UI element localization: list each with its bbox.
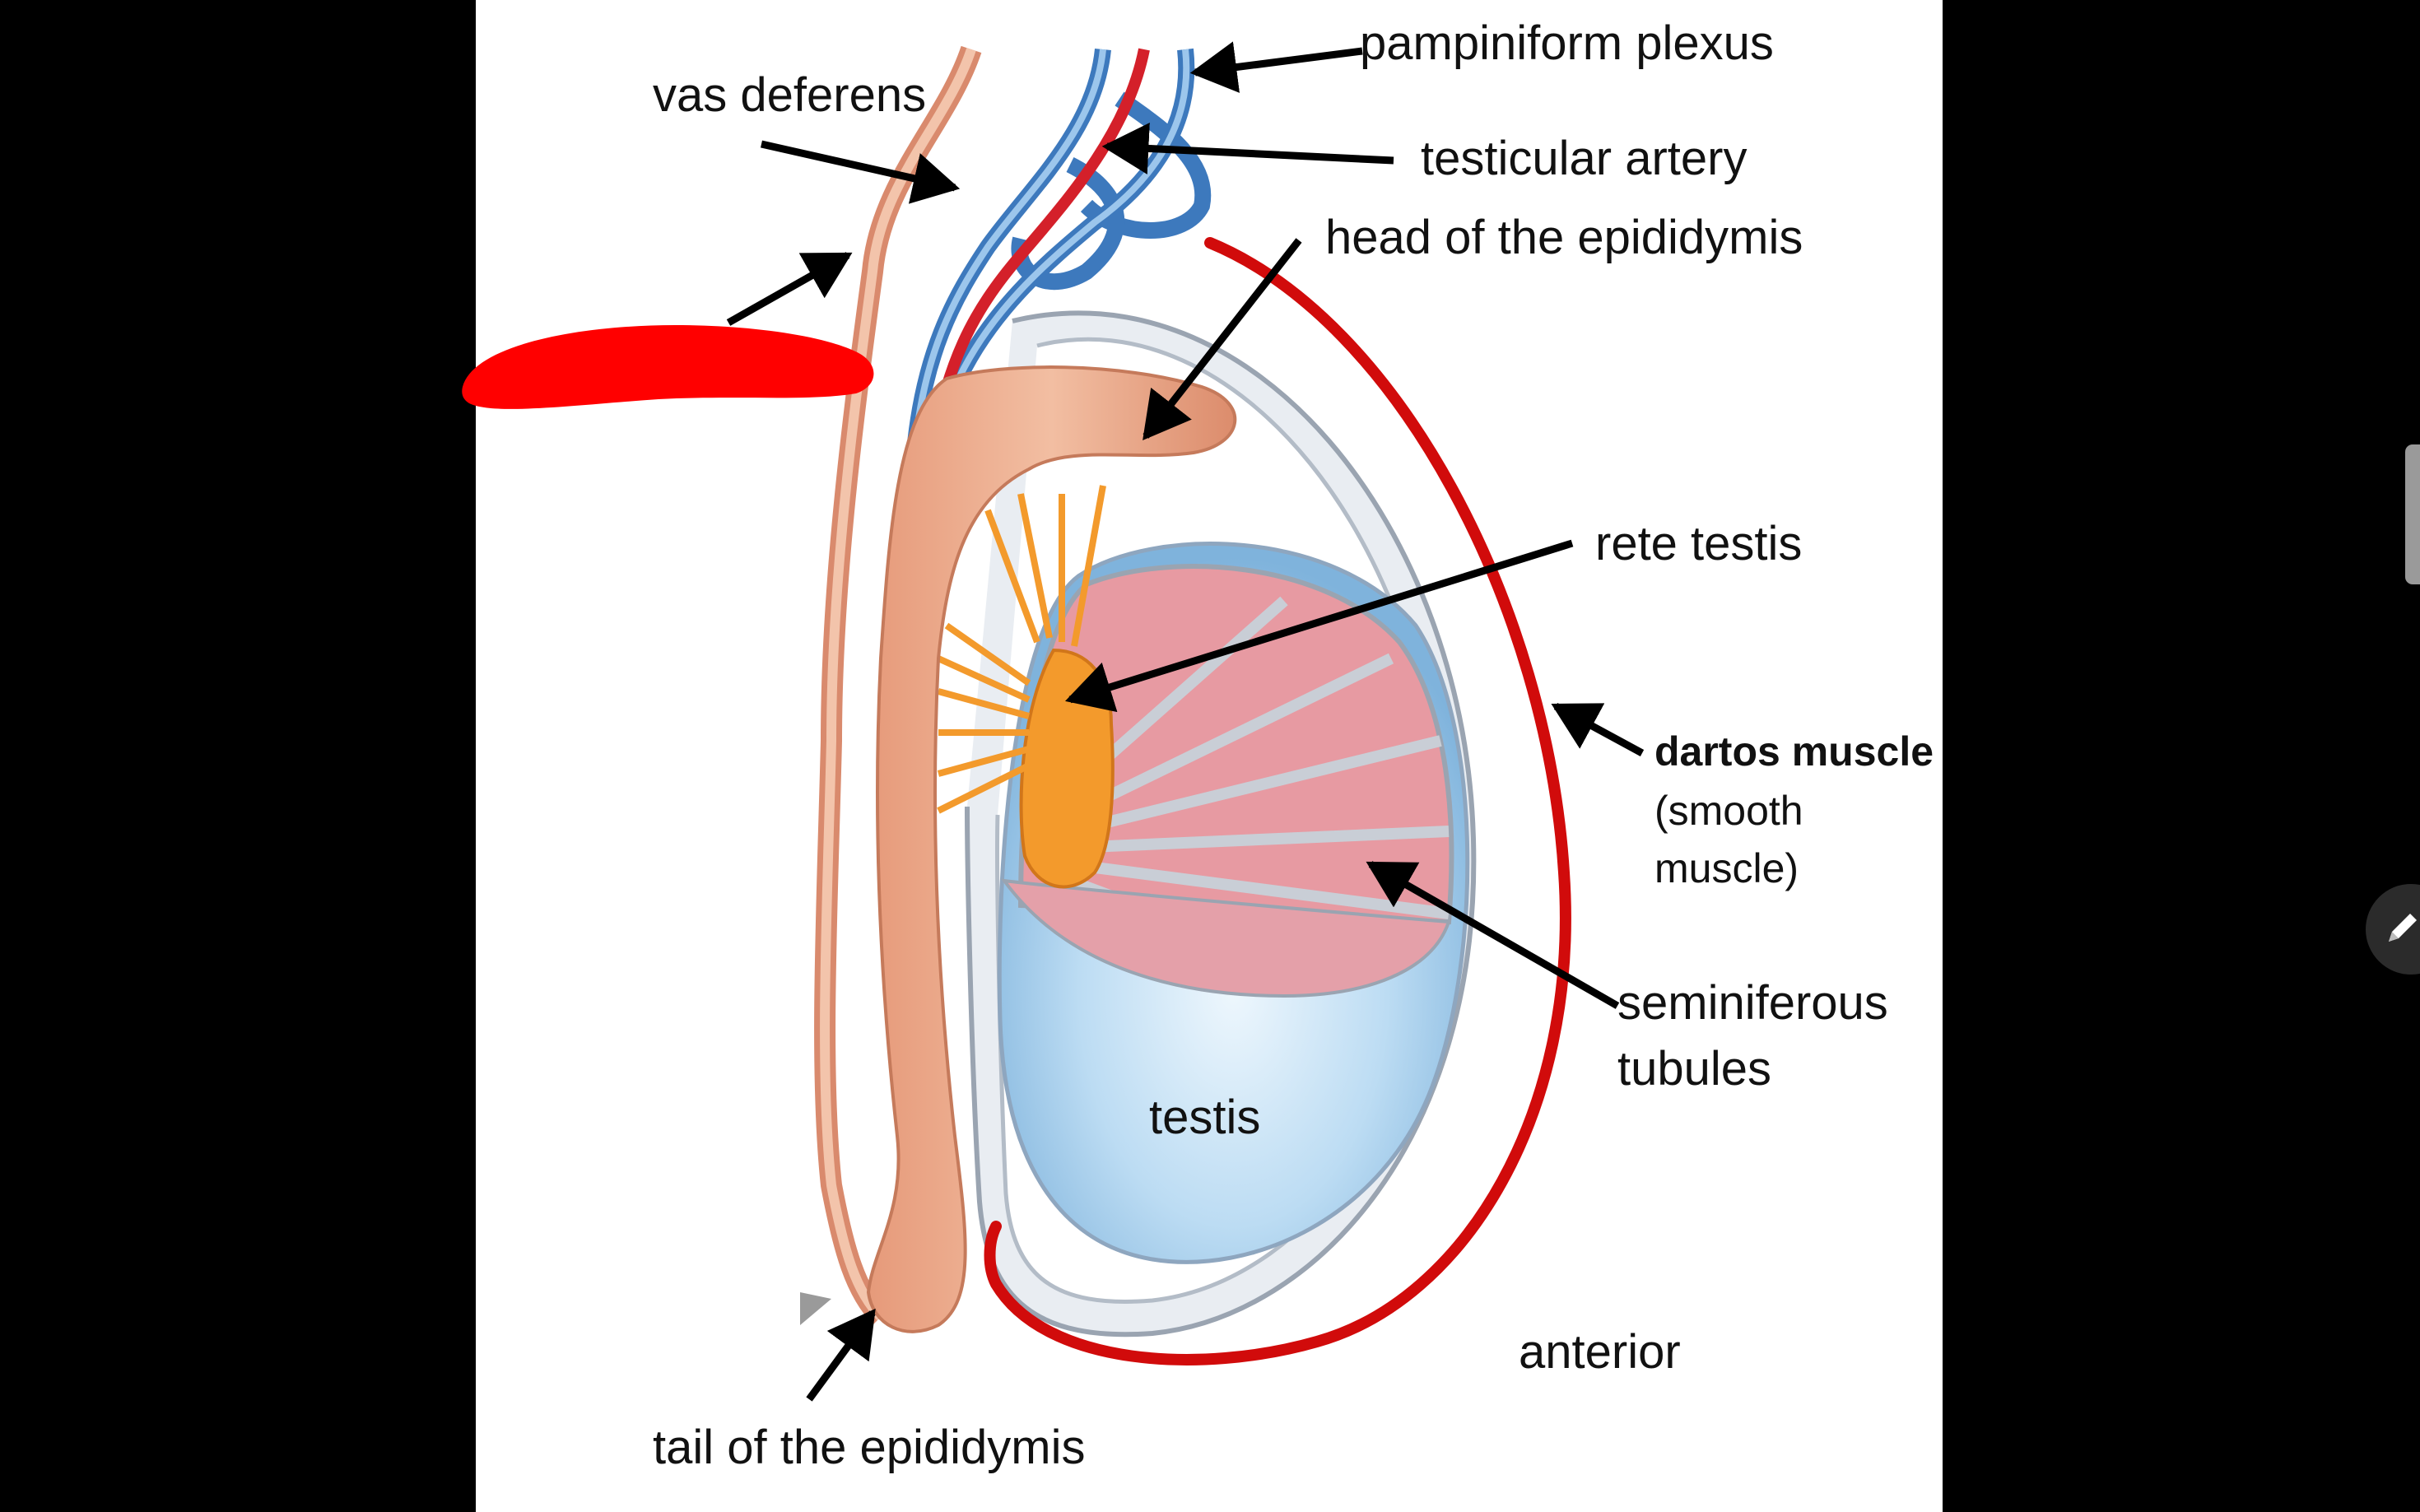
label-vas-deferens: vas deferens (653, 68, 926, 122)
label-head-of-epididymis: head of the epididymis (1325, 211, 1803, 264)
arrow-vas-deferens (761, 140, 961, 204)
triangle-mark (800, 1292, 831, 1325)
arrow-head-of-epididymis (1143, 238, 1302, 440)
label-smooth-muscle-line1: (smooth (1654, 788, 1803, 834)
arrow-seminiferous-tubules (1366, 861, 1620, 1009)
label-smooth-muscle-line2: muscle) (1654, 845, 1799, 891)
scrollbar-handle[interactable] (2405, 444, 2420, 584)
label-seminiferous-line1: seminiferous (1617, 976, 1888, 1030)
arrow-dartos-muscle (1551, 703, 1645, 756)
label-tail-of-epididymis: tail of the epididymis (653, 1421, 1085, 1474)
label-seminiferous-line2: tubules (1617, 1042, 1771, 1096)
label-rete-testis: rete testis (1595, 517, 1802, 570)
label-testis: testis (1149, 1091, 1260, 1144)
arrows (726, 41, 1645, 1402)
arrow-testicular-artery (1101, 122, 1394, 174)
pen-icon (2389, 914, 2417, 942)
epididymis-graphic (866, 365, 1237, 1333)
label-pampiniform-plexus: pampiniform plexus (1360, 16, 1774, 70)
arrow-rete-testis (1064, 539, 1574, 713)
redaction-mark (462, 325, 874, 409)
label-anterior: anterior (1519, 1325, 1681, 1379)
label-testicular-artery: testicular artery (1421, 132, 1747, 185)
label-dartos-muscle: dartos muscle (1654, 728, 1934, 775)
dartos-muscle-line (984, 237, 1571, 1365)
arrow-pampiniform-plexus (1189, 41, 1363, 93)
arrow-tail-of-epididymis (806, 1308, 876, 1402)
arrow-unlabeled (726, 252, 853, 326)
